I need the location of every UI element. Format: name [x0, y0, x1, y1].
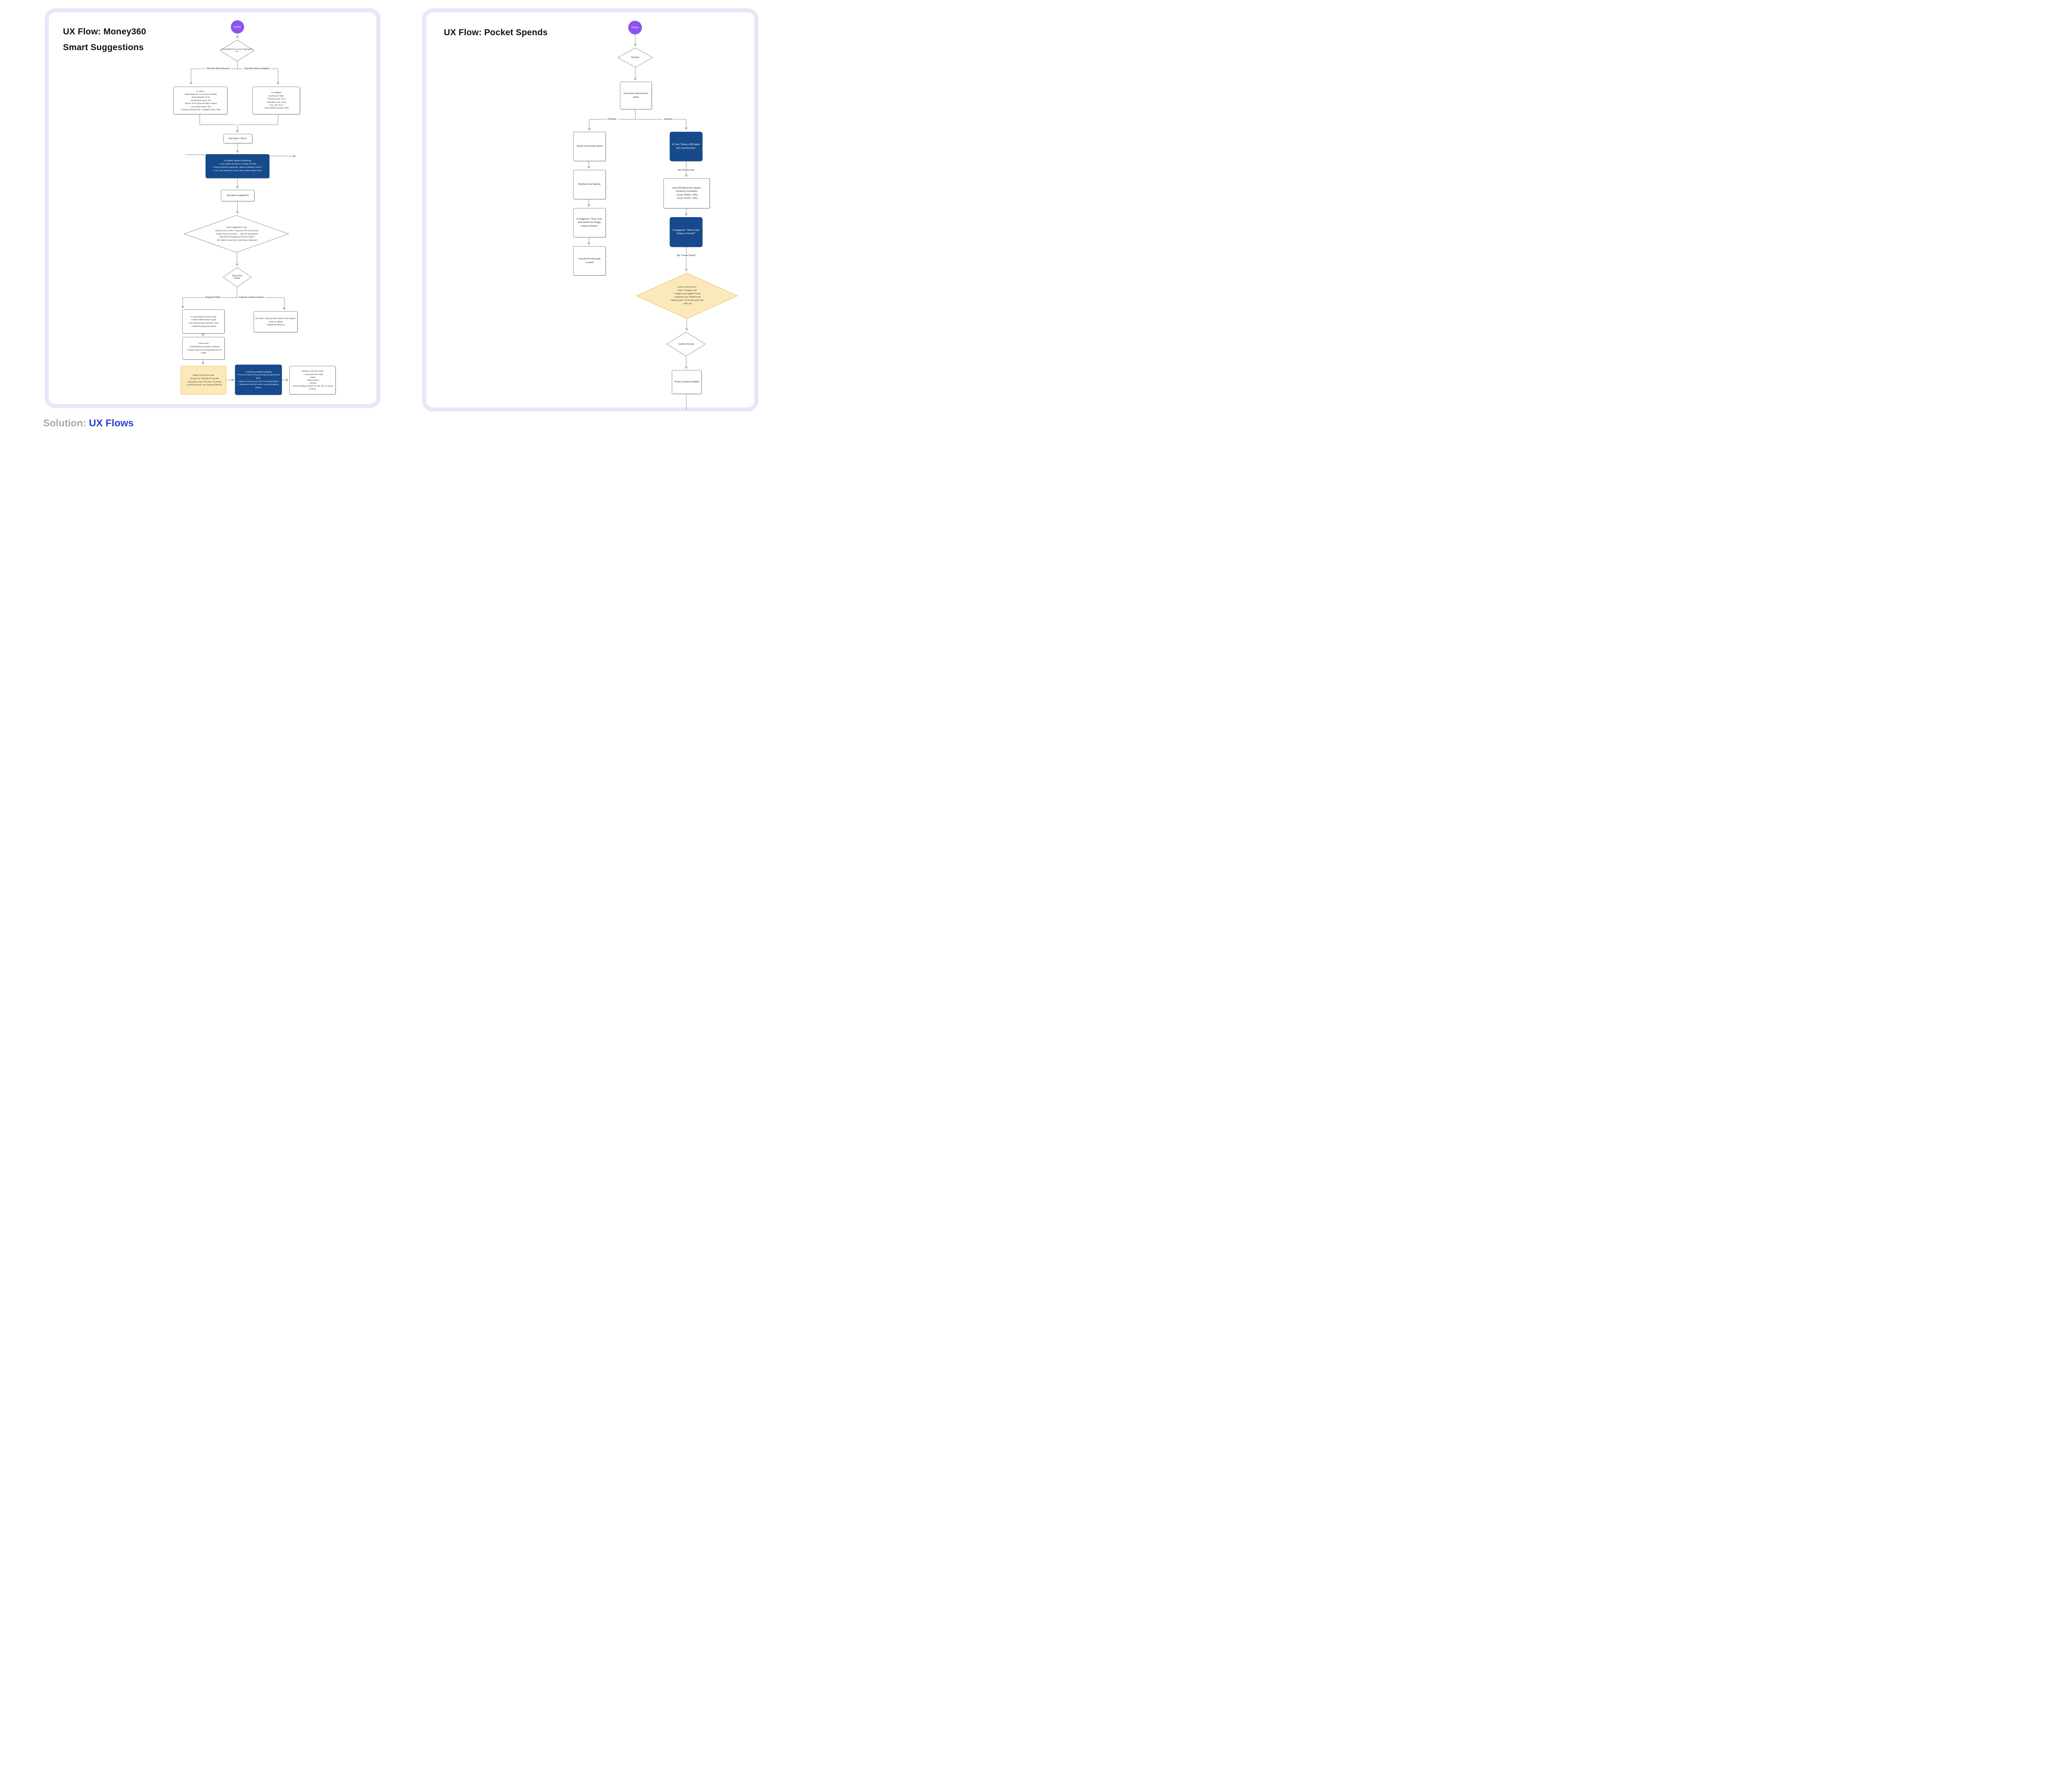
tap-explore-node[interactable]: Tap explore suggestions	[221, 190, 254, 201]
spend-breakdown-text: Spend Breakdown by Category (Sorted by %…	[672, 186, 701, 200]
solution-label: Solution:	[43, 418, 86, 429]
ai-suggestion-autotrack-node[interactable]: AI Suggestion: “Shall I auto-track spend…	[573, 208, 606, 237]
ai-followup-nudges-text: AI Follow-up Nudges (Ongoing) • “You're …	[237, 370, 280, 389]
liabilities-node[interactable]: ▼ Liabilities Credit Card: ₹80K - Person…	[252, 87, 300, 114]
gullak-goal-tracker-node[interactable]: Gullak Goal Tracker View → Europe Trip: …	[181, 366, 226, 394]
liabilities-text: ▼ Liabilities Credit Card: ₹80K - Person…	[264, 92, 289, 109]
in-app-setup-text: In-App Setup (via HDFC infra) • Create F…	[188, 315, 219, 327]
ai-card-dining-node[interactable]: AI Card: “Dining is 28% higher than usua…	[670, 132, 702, 161]
right-flow-title: UX Flow: Pocket Spends	[444, 28, 548, 37]
solution-caption: Solution: UX Flows	[43, 418, 134, 429]
info-card-text: Info Card: “Call your RM to discuss SIP …	[255, 317, 296, 326]
smart-suggestions-hub-node[interactable]: Smart Suggestions Hub - Switch Loan to H…	[183, 215, 290, 253]
home-start-label-2: Home	[631, 26, 639, 29]
home-start-label: Home	[234, 25, 241, 29]
assets-node[interactable]: ▼ Assets - Bank Balances: ₹4.2L (from 3 …	[173, 87, 228, 114]
assets-text: ▼ Assets - Bank Balances: ₹4.2L (from 3 …	[180, 90, 221, 111]
confirm-pocket-text: Confirm Pocket	[678, 343, 694, 346]
ai-card-dining-text: AI Card: “Dining is 28% higher than usua…	[672, 143, 700, 150]
food-pocket-created-node[interactable]: A pocket for food gets created	[573, 246, 606, 276]
spend-breakdown-node[interactable]: Spend Breakdown by Category (Sorted by %…	[663, 178, 710, 208]
left-flow-title: UX Flow: Money360 Smart Suggestions	[63, 24, 146, 56]
pockets-decision-node[interactable]: Pockets	[617, 48, 653, 68]
tap-explore-text: Tap explore suggestions	[226, 194, 249, 197]
pocket-setup-node[interactable]: Pocket Setup Screen - Name: “Swiggy Limi…	[635, 273, 738, 319]
net-worth-text: Net Worth = ₹63.2L	[229, 137, 247, 140]
pocket-created-node[interactable]: Pocket Created & Added	[672, 370, 702, 394]
diamond-shape	[223, 267, 252, 287]
tap-any-action-node[interactable]: Tap on Any Action	[223, 267, 252, 287]
food-pocket-created-text: A pocket for food gets created	[578, 257, 601, 264]
diamond-shape	[635, 273, 738, 319]
action-done-text: Action Done → FD/RD/SIP/Loan prepay conf…	[185, 342, 222, 354]
info-card-node[interactable]: Info Card: “Call your RM to discuss SIP …	[254, 311, 298, 332]
edge-label-tap-create: Tap “Create Pocket”	[675, 254, 697, 257]
net-worth-node[interactable]: Net Worth = ₹63.2L	[223, 134, 252, 143]
edge-label-assets: Total Net Worth (Assets)	[205, 68, 231, 70]
data-pulled-label: Data pulled via Account Aggregator (AA	[221, 48, 253, 53]
create-pocket-text: Create new pocket spend	[576, 145, 603, 148]
diamond-shape	[617, 48, 653, 68]
action-done-node[interactable]: Action Done → FD/RD/SIP/Loan prepay conf…	[182, 337, 225, 360]
ai-suggestion-track-dining-node[interactable]: AI Suggestion: “Want to track Dining in …	[670, 217, 702, 247]
canvas: UX Flow: Money360 Smart Suggestions UX F…	[0, 0, 796, 448]
ai-insights-text: AI Insights Appear (Contextual) • “Your …	[213, 160, 262, 172]
user-learns-text: User learns about how it works	[623, 92, 649, 99]
optional-add-goals-text: Optional: Add More Goals → via [Create N…	[292, 370, 333, 390]
left-flow-title-line1: UX Flow: Money360	[63, 27, 146, 36]
edge-label-integrated: Integrated Option	[203, 296, 223, 299]
edge-label-liabilities: Total Net Worth (Liabilities)	[243, 68, 271, 70]
smart-suggestions-hub-text: Smart Suggestions Hub - Switch Loan to H…	[214, 226, 259, 242]
create-pocket-node[interactable]: Create new pocket spend	[573, 132, 606, 161]
ai-suggestion-autotrack-text: AI Suggestion: “Shall I auto-track spend…	[576, 218, 603, 227]
home-start-node-2[interactable]: Home	[628, 21, 642, 34]
gullak-goal-tracker-text: Gullak Goal Tracker View → Europe Trip: …	[185, 374, 222, 386]
tap-any-action-text: Tap on Any Action	[232, 275, 242, 280]
user-learns-node[interactable]: User learns about how it works	[620, 82, 652, 109]
ai-suggestion-track-dining-text: AI Suggestion: “Want to track Dining in …	[673, 229, 700, 235]
edge-label-tap-review: Tap “Review This”	[676, 169, 696, 172]
diamond-shape	[183, 215, 290, 253]
in-app-setup-node[interactable]: In-App Setup (via HDFC infra) • Create F…	[182, 310, 225, 334]
monthly-food-text: Monthly Food Spends	[578, 183, 601, 186]
pocket-created-text: Pocket Created & Added	[674, 380, 700, 383]
diamond-shape	[666, 332, 706, 356]
solution-link[interactable]: UX Flows	[89, 418, 134, 429]
ai-insights-node[interactable]: AI Insights Appear (Contextual) • “Your …	[206, 154, 269, 178]
pockets-label: Pockets	[631, 56, 639, 59]
ai-followup-nudges-node[interactable]: AI Follow-up Nudges (Ongoing) • “You're …	[235, 365, 282, 395]
data-pulled-decision-node[interactable]: Data pulled via Account Aggregator (AA	[220, 40, 254, 61]
home-start-node[interactable]: Home	[231, 20, 244, 34]
edge-label-external: External or Advisor-Based	[238, 296, 265, 299]
edge-label-proactive: Proactive	[606, 118, 618, 121]
left-flow-title-line2: Smart Suggestions	[63, 43, 144, 52]
optional-add-goals-node[interactable]: Optional: Add More Goals → via [Create N…	[289, 366, 336, 394]
edge-label-reactive: Reactive	[663, 118, 674, 121]
confirm-pocket-node[interactable]: Confirm Pocket	[666, 332, 706, 356]
diamond-shape	[220, 40, 254, 61]
monthly-food-node[interactable]: Monthly Food Spends	[573, 170, 606, 199]
pocket-setup-text: Pocket Setup Screen - Name: “Swiggy Limi…	[669, 286, 704, 305]
